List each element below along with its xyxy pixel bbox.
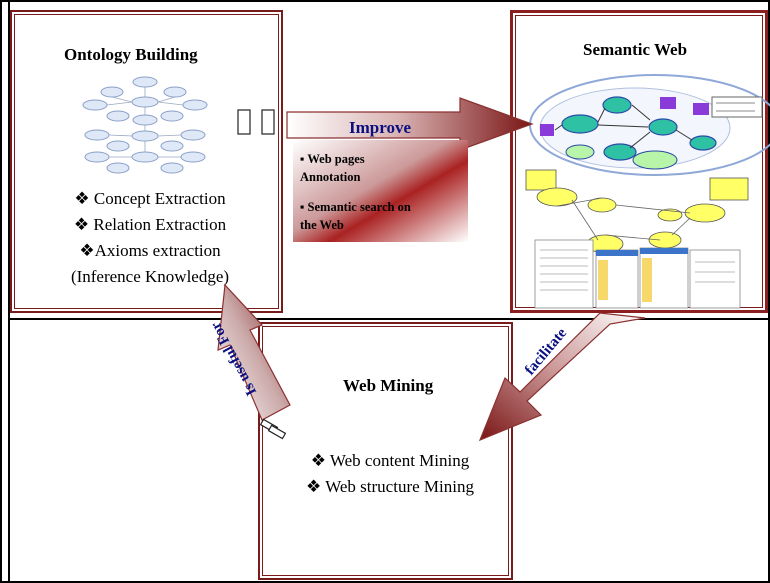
left-divider [8, 0, 10, 583]
horizontal-divider [8, 318, 770, 320]
note-the-web: the Web [300, 218, 344, 232]
ontology-bullets: ❖ Concept Extraction ❖ Relation Extracti… [50, 186, 250, 290]
semantic-web-title: Semantic Web [583, 40, 688, 59]
web-mining-bullets: ❖ Web content Mining ❖ Web structure Min… [275, 448, 505, 500]
bullet-concept-extraction: ❖ Concept Extraction [74, 189, 226, 208]
note-web-pages: ▪ Web pages [300, 152, 365, 166]
web-mining-title: Web Mining [343, 376, 434, 395]
bullet-web-structure-mining: ❖ Web structure Mining [306, 477, 474, 496]
note-annotation: Annotation [300, 170, 361, 184]
improve-label: Improve [349, 118, 412, 137]
bullet-web-content-mining: ❖ Web content Mining [310, 451, 470, 470]
improve-notes: ▪ Web pages Annotation ▪ Semantic search… [300, 150, 411, 234]
note-semantic-search: ▪ Semantic search on [300, 200, 411, 214]
ontology-building-title: Ontology Building [64, 45, 198, 64]
bullet-inference-knowledge: (Inference Knowledge) [70, 267, 230, 286]
bullet-axioms-extraction: ❖Axioms extraction [79, 241, 221, 260]
web-mining-box [258, 322, 513, 580]
bullet-relation-extraction: ❖ Relation Extraction [73, 215, 227, 234]
